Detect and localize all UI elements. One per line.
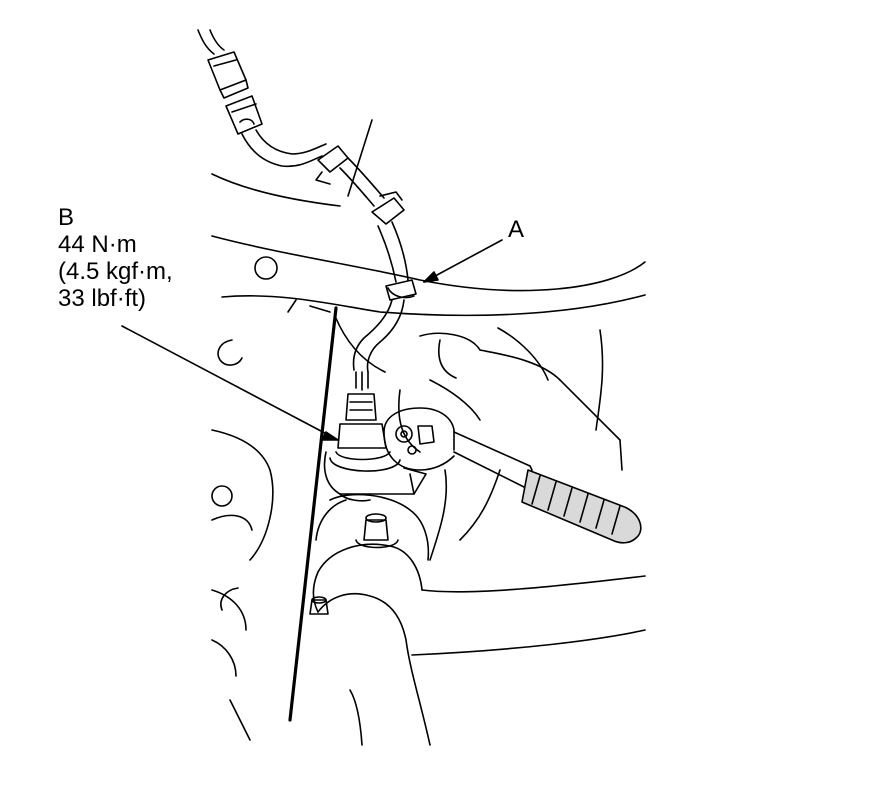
callout-b-torque-nm: 44 N·m (58, 231, 137, 258)
sensor-harness (197, 29, 417, 391)
engine-body-outline (211, 119, 646, 741)
exhaust-pipe (312, 493, 646, 746)
mounting-stud (355, 513, 399, 549)
callout-b-letter: B (58, 204, 75, 231)
callout-b-torque-kgfm: (4.5 kgf·m, (58, 258, 173, 285)
callout-a-label: A (508, 216, 524, 243)
oxygen-sensor-icon (329, 393, 401, 472)
ratchet-wrench-icon (383, 407, 533, 489)
sensor-bracket (323, 451, 427, 502)
callout-a-leader (423, 239, 503, 283)
harness-clip-icon (315, 145, 349, 185)
small-bolt (309, 596, 329, 615)
wrench-grip-handle (521, 469, 642, 544)
callout-b-torque-lbfft: 33 lbf·ft) (58, 285, 147, 312)
heat-shield-edge (288, 305, 338, 722)
wire-connector-mate-icon (225, 95, 263, 135)
callout-b-label: B 44 N·m (4.5 kgf·m, 33 lbf·ft) (58, 204, 173, 312)
callout-a-letter: A (508, 216, 525, 243)
wire-connector-icon (207, 51, 249, 99)
callout-b-leader (121, 325, 339, 441)
harness-clip-upper-icon (371, 191, 405, 225)
